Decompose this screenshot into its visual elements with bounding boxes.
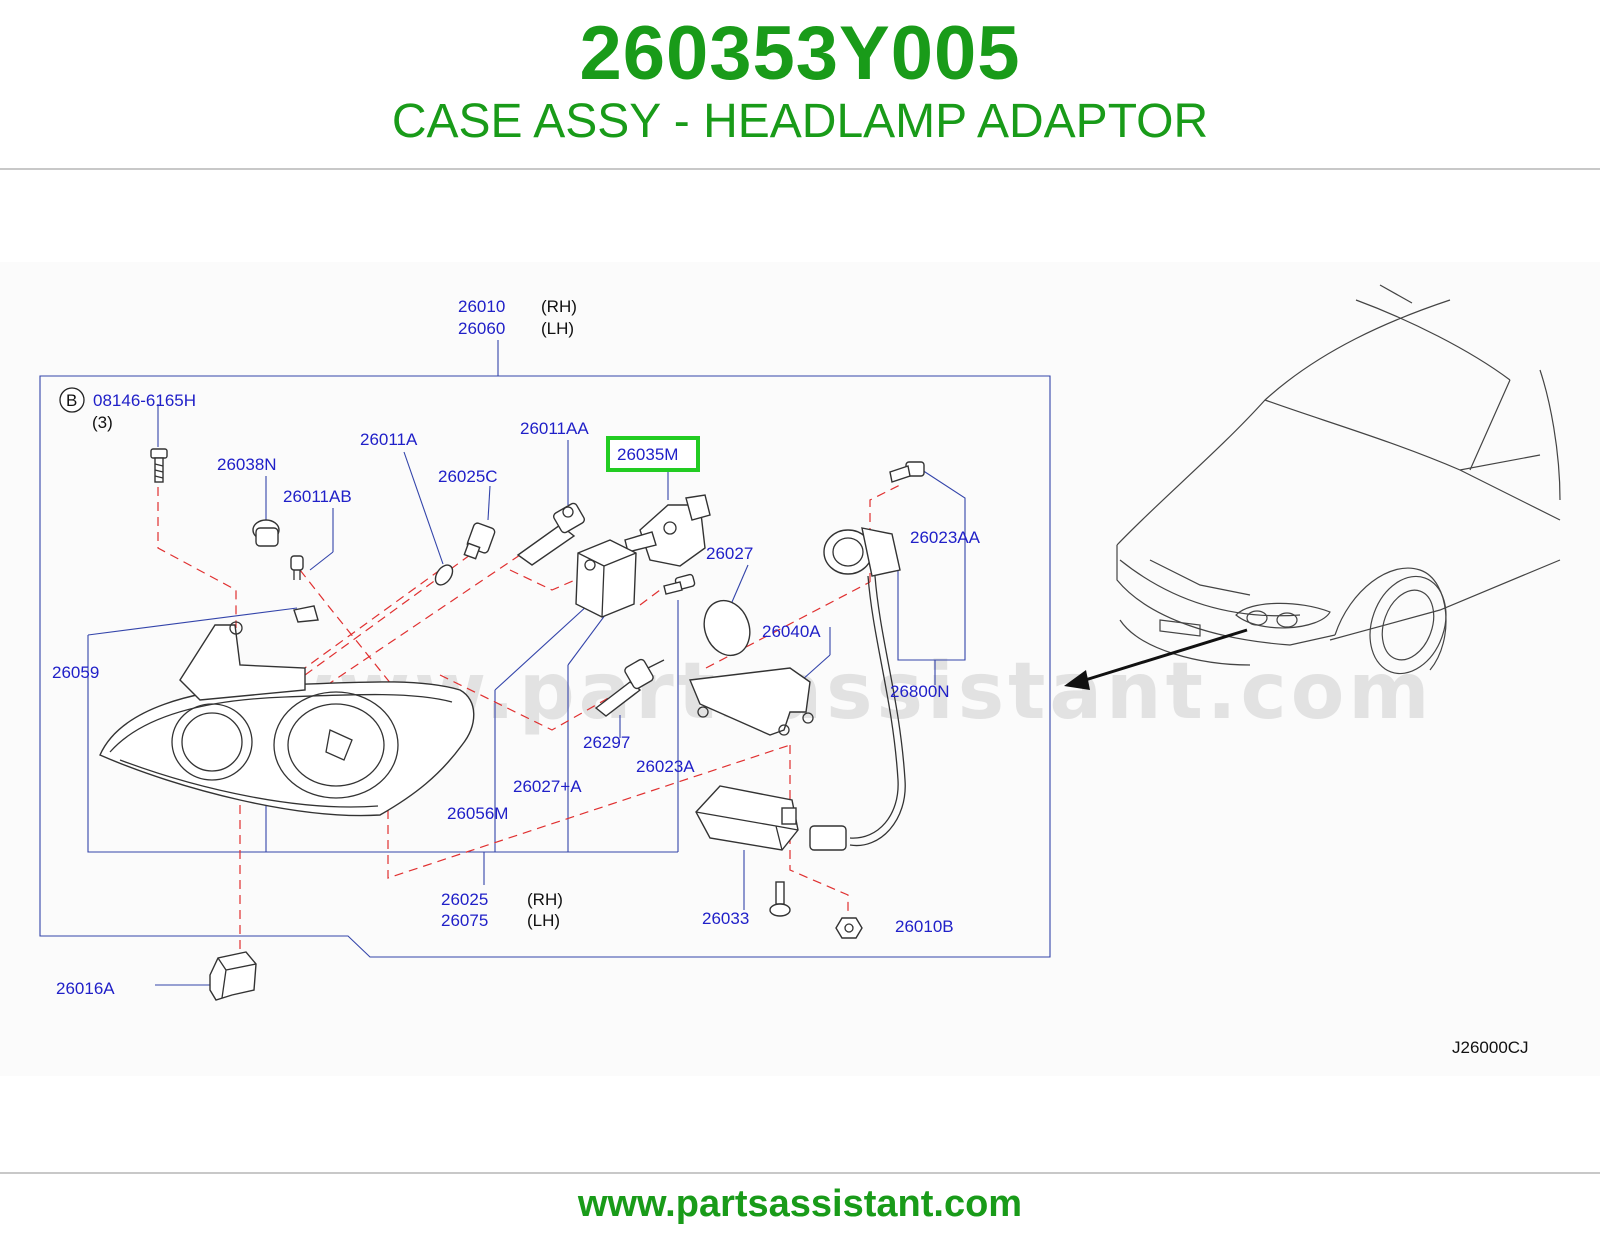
header-divider bbox=[0, 168, 1600, 170]
label-26056m: 26056M bbox=[447, 804, 508, 823]
headlamp-assembly bbox=[99, 605, 475, 817]
leader-26011AB-b bbox=[309, 551, 334, 571]
clip-26016a bbox=[209, 951, 257, 1001]
label-bolt: 08146-6165H bbox=[93, 391, 196, 410]
diagram-code: J26000CJ bbox=[1452, 1038, 1529, 1057]
screw-26023a bbox=[663, 573, 696, 595]
label-26038n: 26038N bbox=[217, 455, 277, 474]
label-26060-side: (LH) bbox=[541, 319, 574, 338]
leader-26059 bbox=[87, 607, 298, 636]
cap-26027 bbox=[703, 599, 751, 657]
label-26010b: 26010B bbox=[895, 917, 954, 936]
label-26025: 26025 bbox=[441, 890, 488, 909]
label-26010-side: (RH) bbox=[541, 297, 577, 316]
label-26011a: 26011A bbox=[360, 430, 418, 449]
label-26011aa: 26011AA bbox=[520, 419, 589, 438]
label-26033: 26033 bbox=[702, 909, 749, 928]
highlight-box-26035m bbox=[606, 436, 700, 472]
parts-diagram-svg: www.partsassistant.com bbox=[0, 262, 1600, 1076]
bulb-26011aa bbox=[516, 502, 585, 566]
car-illustration bbox=[1116, 284, 1561, 675]
label-26059: 26059 bbox=[52, 663, 99, 682]
label-26800n: 26800N bbox=[890, 682, 950, 701]
label-26027: 26027 bbox=[706, 544, 753, 563]
socket-26038n bbox=[252, 519, 280, 547]
leader-26040A-b bbox=[801, 654, 831, 681]
socket-26025c bbox=[463, 522, 496, 560]
leader-26056M bbox=[494, 604, 589, 691]
label-26025-side: (RH) bbox=[527, 890, 563, 909]
leader-26011A bbox=[403, 451, 444, 565]
bulb-26011ab bbox=[290, 555, 304, 580]
screw-26033 bbox=[769, 881, 791, 917]
footer-website-link[interactable]: www.partsassistant.com bbox=[577, 1183, 1023, 1225]
label-26075-side: (LH) bbox=[527, 911, 560, 930]
assembly-dashed-lines bbox=[157, 484, 901, 950]
bolt-08146-6165h bbox=[150, 448, 168, 483]
part-name-subtitle: CASE ASSY - HEADLAMP ADAPTOR bbox=[391, 95, 1209, 148]
part-number-title: 260353Y005 bbox=[579, 11, 1021, 96]
label-26023aa: 26023AA bbox=[910, 528, 981, 547]
control-unit-26033 bbox=[695, 785, 799, 851]
bolt-marker-circle bbox=[59, 387, 85, 413]
leader-26025C bbox=[487, 485, 491, 521]
label-26075: 26075 bbox=[441, 911, 488, 930]
screw-26023aa bbox=[889, 461, 925, 483]
label-26035m: 26035M bbox=[617, 445, 678, 464]
bulb-26297 bbox=[594, 658, 665, 717]
nut-26010b bbox=[835, 917, 863, 939]
leader-26027 bbox=[731, 564, 749, 603]
ballast-26056m bbox=[575, 539, 637, 618]
pointer-arrow bbox=[1064, 628, 1248, 690]
assembly-outline bbox=[39, 375, 1051, 958]
bulb-26011a bbox=[434, 564, 454, 586]
label-26027a: 26027+A bbox=[513, 777, 582, 796]
leader-26023AA-26800N bbox=[897, 469, 966, 661]
label-26016a: 26016A bbox=[56, 979, 115, 998]
label-26010: 26010 bbox=[458, 297, 505, 316]
igniter-26800n bbox=[809, 527, 906, 851]
label-26040a: 26040A bbox=[762, 622, 821, 641]
label-26011ab: 26011AB bbox=[283, 487, 352, 506]
adaptor-case-26035m bbox=[624, 494, 711, 567]
label-26297: 26297 bbox=[583, 733, 630, 752]
bolt-marker-label: B bbox=[66, 391, 77, 410]
label-26060: 26060 bbox=[458, 319, 505, 338]
label-bolt-qty: (3) bbox=[92, 413, 113, 432]
footer-divider bbox=[0, 1172, 1600, 1174]
label-26025c: 26025C bbox=[438, 467, 498, 486]
parts-diagram: www.partsassistant.com bbox=[0, 262, 1600, 1076]
bracket-26040a bbox=[688, 667, 814, 736]
bracket-bottom bbox=[87, 635, 678, 853]
page-header: 260353Y005 CASE ASSY - HEADLAMP ADAPTOR bbox=[0, 0, 1600, 170]
label-26023a: 26023A bbox=[636, 757, 695, 776]
